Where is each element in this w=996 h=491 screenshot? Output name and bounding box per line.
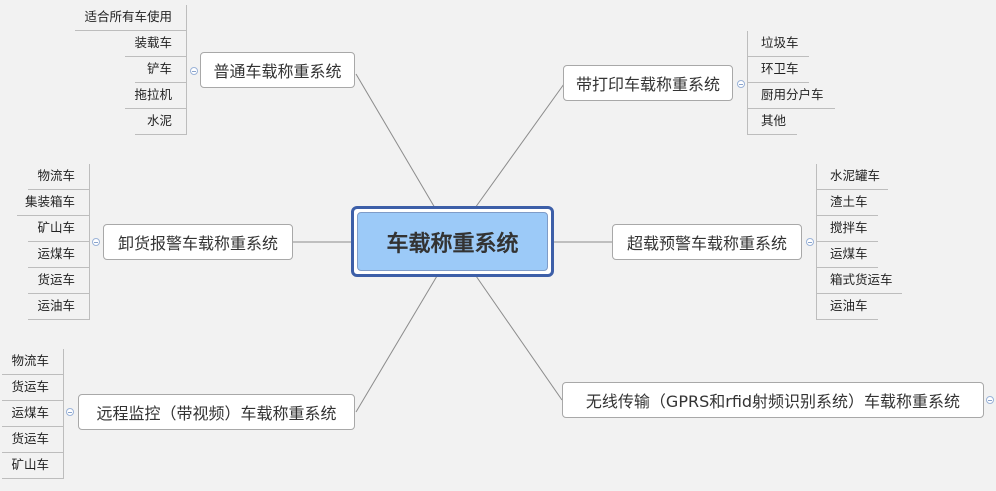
leaf-unload-4[interactable]: 货运车 <box>28 268 90 294</box>
leaf-overload-5[interactable]: 运油车 <box>816 294 878 320</box>
central-topic-label: 车载称重系统 <box>357 212 548 271</box>
leaf-overload-0[interactable]: 水泥罐车 <box>816 164 888 190</box>
topic-overload-warning-weighing-label: 超载预警车载称重系统 <box>626 234 787 253</box>
leaf-remote-0[interactable]: 物流车 <box>2 349 64 375</box>
leaf-general-3[interactable]: 拖拉机 <box>125 83 187 109</box>
leaf-print-2[interactable]: 厨用分户车 <box>747 83 835 109</box>
leaf-unload-1[interactable]: 集装箱车 <box>17 190 90 216</box>
leaf-remote-1[interactable]: 货运车 <box>2 375 64 401</box>
topic-unload-alarm-weighing[interactable]: 卸货报警车载称重系统 <box>103 224 293 260</box>
expand-knob-icon[interactable] <box>986 396 994 404</box>
central-topic[interactable]: 车载称重系统 <box>351 206 554 277</box>
topic-wireless-weighing-label: 无线传输（GPRS和rfid射频识别系统）车载称重系统 <box>585 392 961 411</box>
leaf-general-4[interactable]: 水泥 <box>135 109 187 135</box>
collapse-knob-icon[interactable] <box>737 80 745 88</box>
topic-unload-alarm-weighing-label: 卸货报警车载称重系统 <box>117 234 278 253</box>
topic-remote-monitoring-weighing[interactable]: 远程监控（带视频）车载称重系统 <box>78 394 355 430</box>
topic-general-weighing-label: 普通车载称重系统 <box>213 62 342 81</box>
leaf-general-0[interactable]: 适合所有车使用 <box>75 5 187 31</box>
leaf-general-1[interactable]: 装载车 <box>125 31 187 57</box>
leaf-overload-1[interactable]: 渣土车 <box>816 190 878 216</box>
topic-general-weighing[interactable]: 普通车载称重系统 <box>200 52 355 88</box>
leaf-general-2[interactable]: 铲车 <box>135 57 187 83</box>
leaf-remote-4[interactable]: 矿山车 <box>2 453 64 479</box>
leaf-remote-2[interactable]: 运煤车 <box>2 401 64 427</box>
collapse-knob-icon[interactable] <box>806 238 814 246</box>
leaf-print-1[interactable]: 环卫车 <box>747 57 809 83</box>
collapse-knob-icon[interactable] <box>190 67 198 75</box>
leaf-remote-3[interactable]: 货运车 <box>2 427 64 453</box>
leaf-unload-0[interactable]: 物流车 <box>28 164 90 190</box>
leaf-print-3[interactable]: 其他 <box>747 109 797 135</box>
leaf-overload-2[interactable]: 搅拌车 <box>816 216 878 242</box>
leaf-unload-5[interactable]: 运油车 <box>28 294 90 320</box>
leaf-overload-3[interactable]: 运煤车 <box>816 242 878 268</box>
leaf-unload-3[interactable]: 运煤车 <box>28 242 90 268</box>
topic-wireless-weighing[interactable]: 无线传输（GPRS和rfid射频识别系统）车载称重系统 <box>562 382 984 418</box>
leaf-overload-4[interactable]: 箱式货运车 <box>816 268 902 294</box>
topic-print-weighing[interactable]: 带打印车载称重系统 <box>563 65 733 101</box>
topic-overload-warning-weighing[interactable]: 超载预警车载称重系统 <box>612 224 802 260</box>
collapse-knob-icon[interactable] <box>92 238 100 246</box>
collapse-knob-icon[interactable] <box>66 408 74 416</box>
topic-remote-monitoring-weighing-label: 远程监控（带视频）车载称重系统 <box>96 404 337 423</box>
leaf-print-0[interactable]: 垃圾车 <box>747 31 809 57</box>
topic-print-weighing-label: 带打印车载称重系统 <box>575 75 720 94</box>
leaf-unload-2[interactable]: 矿山车 <box>28 216 90 242</box>
